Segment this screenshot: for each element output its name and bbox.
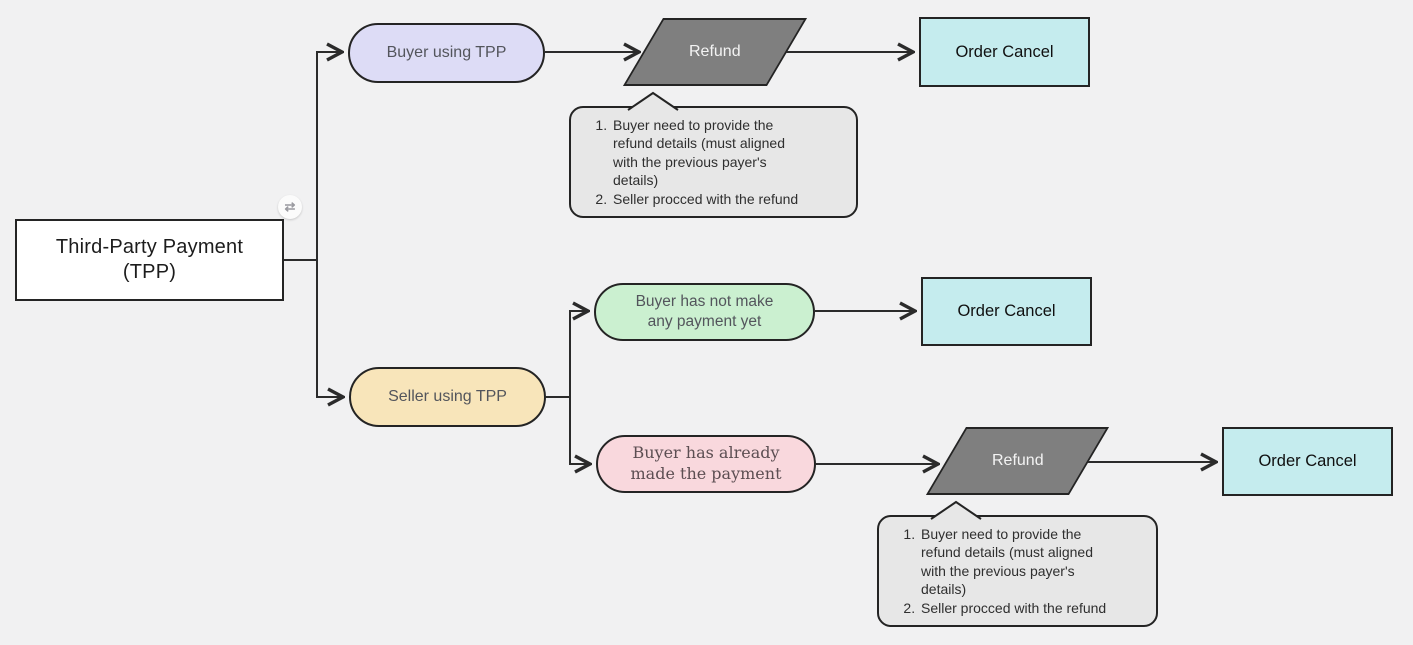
- note-pointer: [627, 91, 679, 111]
- node-order-cancel-mid[interactable]: Order Cancel: [921, 277, 1092, 346]
- swap-icon[interactable]: ⇄: [278, 195, 302, 219]
- note-refund-steps-top[interactable]: Buyer need to provide the refund details…: [569, 91, 858, 219]
- connector-split-to-nopayment: [569, 311, 588, 397]
- node-label: Refund: [991, 452, 1044, 469]
- connector-split-to-paid: [569, 397, 590, 464]
- node-label-line: made the payment: [630, 464, 782, 483]
- note-item: Buyer need to provide the refund details…: [611, 116, 798, 190]
- node-label: Order Cancel: [957, 302, 1056, 320]
- note-list: Buyer need to provide the refund details…: [585, 116, 846, 208]
- node-label: Refund: [689, 43, 741, 60]
- node-already-paid[interactable]: Buyer has already made the payment: [596, 435, 816, 493]
- node-label-line: Third-Party Payment: [55, 236, 244, 258]
- note-refund-steps-bottom[interactable]: Buyer need to provide the refund details…: [877, 500, 1158, 628]
- node-label-line: Buyer has not make: [635, 292, 774, 310]
- note-item: Seller procced with the refund: [919, 599, 1146, 617]
- connector-spine-to-seller: [316, 260, 343, 397]
- note-pointer: [930, 500, 982, 520]
- node-order-cancel-top[interactable]: Order Cancel: [919, 17, 1090, 87]
- node-label-line: Buyer has already: [632, 443, 780, 463]
- node-label: Order Cancel: [1258, 452, 1357, 470]
- node-seller-using-tpp[interactable]: Seller using TPP: [349, 367, 546, 427]
- node-label: Order Cancel: [955, 42, 1054, 61]
- node-label: Buyer using TPP: [386, 43, 507, 61]
- node-label-line: any payment yet: [647, 313, 762, 330]
- swap-icon-glyph: ⇄: [284, 199, 296, 214]
- node-label-line: (TPP): [122, 261, 177, 283]
- connector-spine-to-buyer: [316, 52, 342, 260]
- note-item: Buyer need to provide the refund details…: [919, 525, 1106, 599]
- note-item: Seller procced with the refund: [611, 190, 846, 208]
- node-no-payment-yet[interactable]: Buyer has not make any payment yet: [594, 283, 815, 341]
- note-list: Buyer need to provide the refund details…: [893, 525, 1146, 617]
- node-third-party-payment[interactable]: Third-Party Payment (TPP): [15, 219, 284, 301]
- node-buyer-using-tpp[interactable]: Buyer using TPP: [348, 23, 545, 83]
- node-label: Seller using TPP: [388, 387, 507, 405]
- node-order-cancel-bottom[interactable]: Order Cancel: [1222, 427, 1393, 496]
